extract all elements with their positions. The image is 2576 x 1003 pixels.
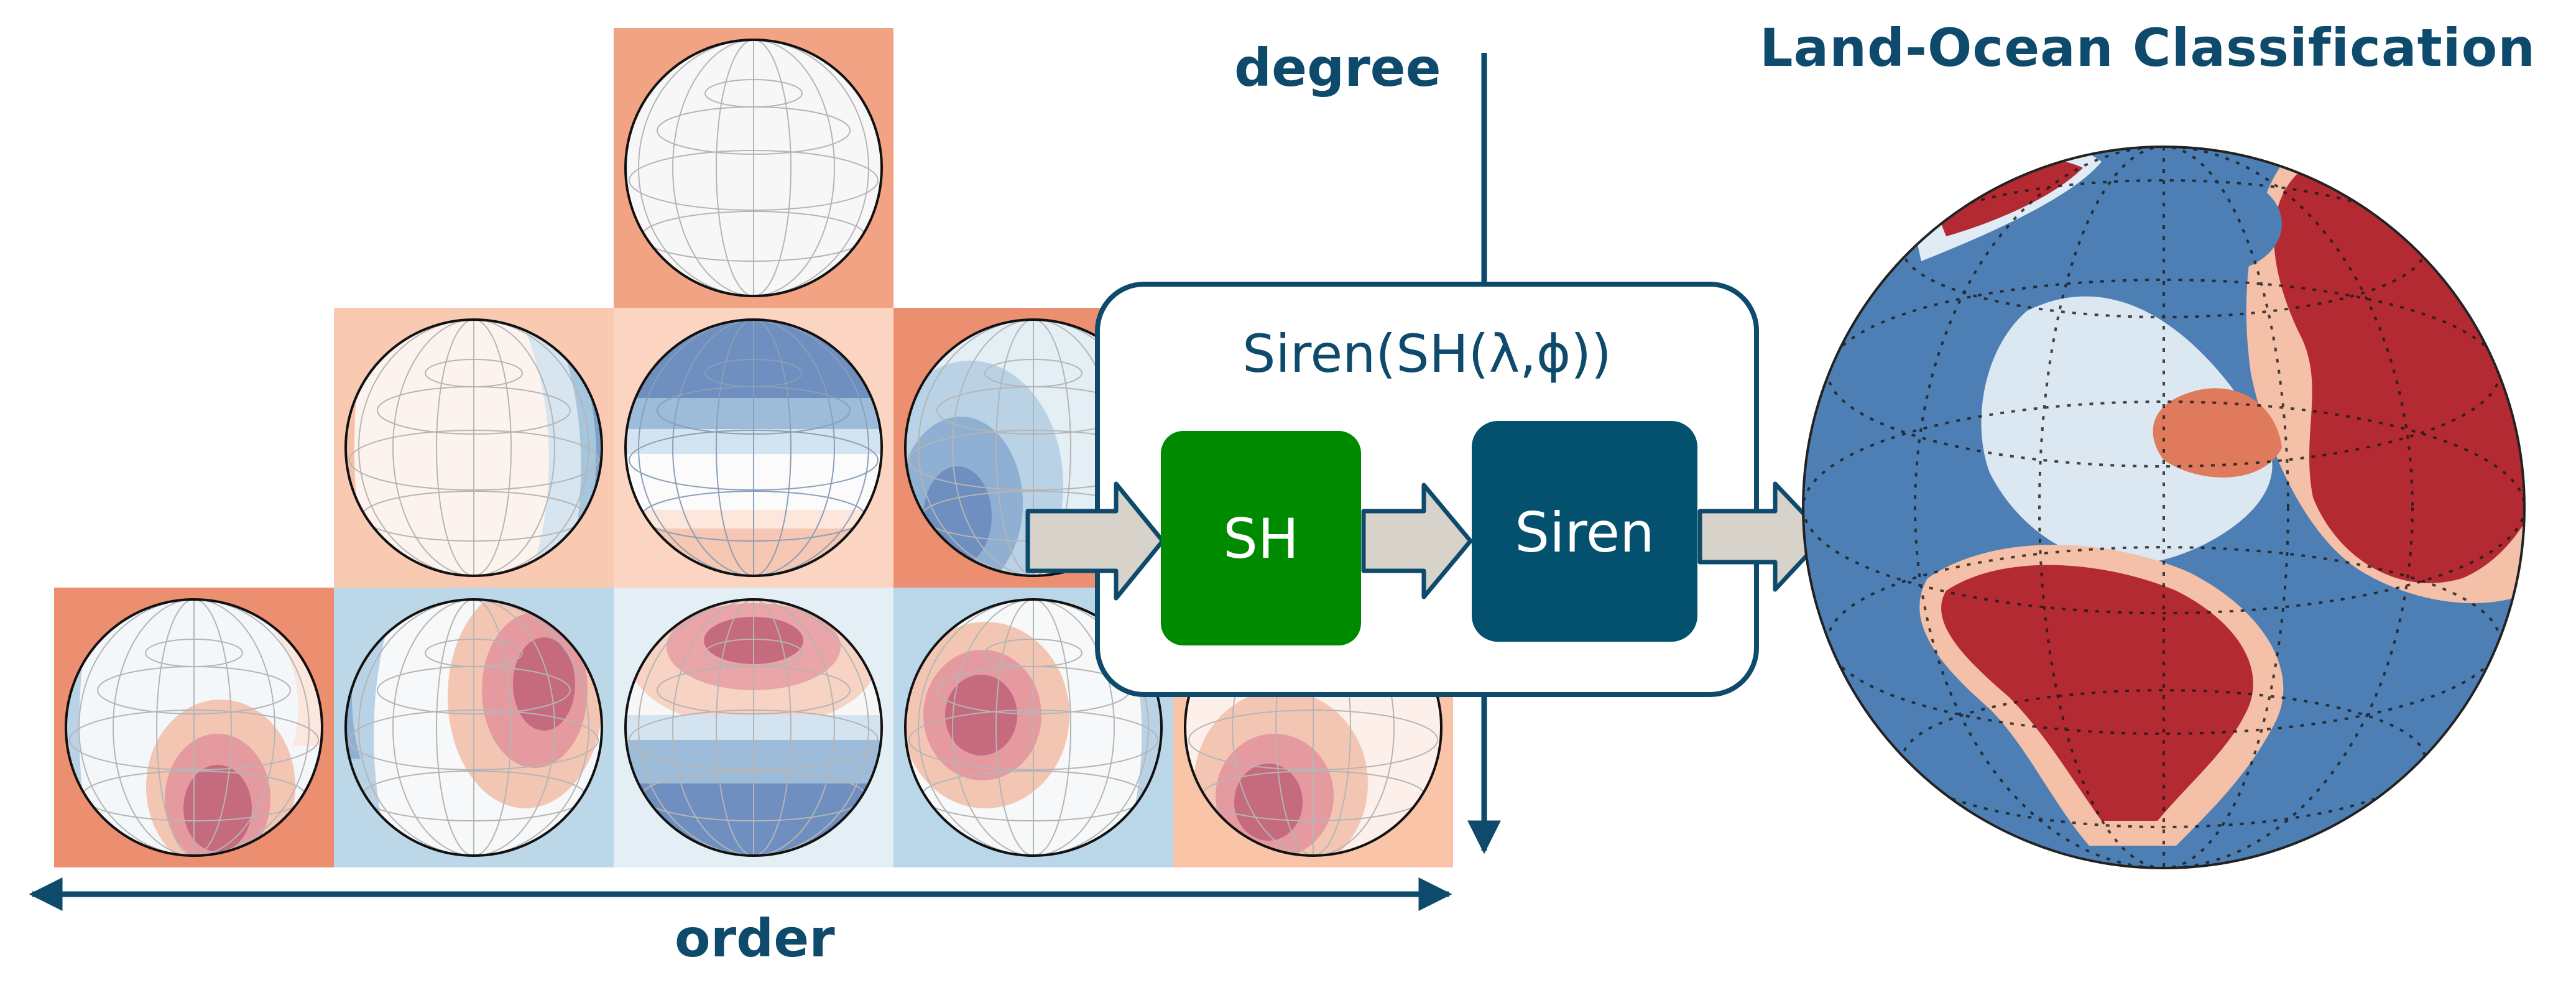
model-formula: Siren(SH(λ,ϕ)) [1242, 323, 1612, 384]
harmonic-sphere [344, 598, 603, 857]
land-ocean-globe [1802, 146, 2526, 869]
siren-label: Siren [1515, 501, 1655, 565]
harmonic-sphere [624, 39, 883, 297]
siren-block [1472, 421, 1697, 642]
sh-label: SH [1222, 507, 1300, 571]
harmonic-sphere [624, 598, 883, 857]
order-axis-label: order [675, 908, 835, 969]
output-arrow [1697, 481, 1827, 592]
degree-axis-label: degree [1234, 37, 1441, 98]
input-arrow [1025, 481, 1165, 601]
sh-block [1161, 431, 1361, 645]
sh-to-siren-arrow [1361, 483, 1473, 599]
globe-title: Land-Ocean Classification [1760, 17, 2536, 78]
